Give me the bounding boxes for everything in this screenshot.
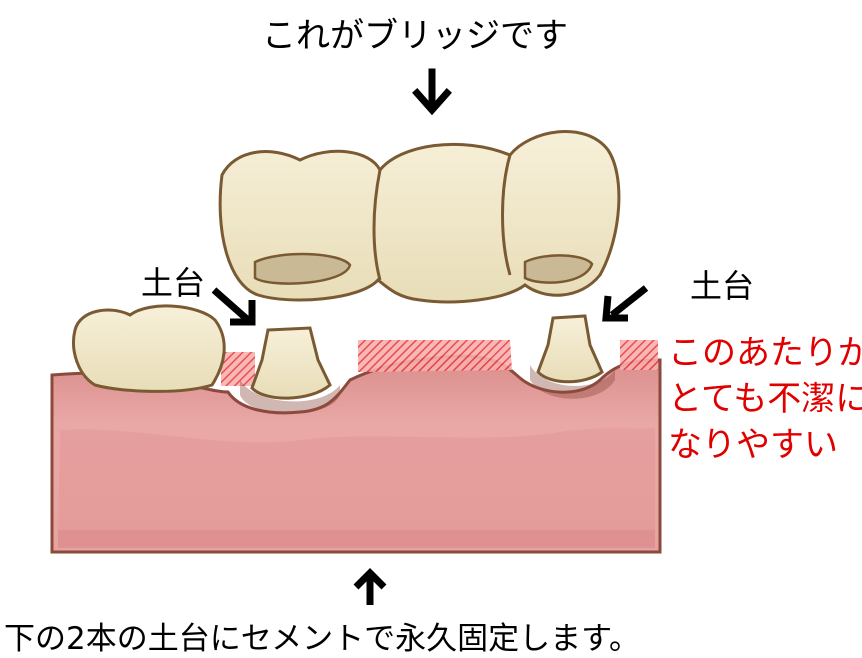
diagram-title: これがブリッジです: [262, 8, 568, 57]
arrow-up-icon: [356, 573, 384, 605]
bridge: [220, 131, 619, 301]
warning-note: このあたりが とても不潔に なりやすい: [668, 330, 862, 468]
warning-line: このあたりが: [668, 330, 862, 376]
natural-tooth: [74, 306, 225, 391]
caption: 下の2本の土台にセメントで永久固定します。: [4, 613, 640, 658]
abutment-label-left: 土台: [141, 258, 205, 304]
warning-line: なりやすい: [668, 422, 862, 468]
plaque-zone-right: [620, 340, 658, 370]
arrow-pointer-icon: [606, 288, 646, 318]
arrow-down-icon: [417, 72, 447, 110]
abutment-label-right: 土台: [690, 261, 754, 307]
arrow-pointer-icon: [214, 290, 252, 322]
plaque-zone-center: [358, 340, 512, 372]
warning-line: とても不潔に: [668, 376, 862, 422]
abutment-right: [530, 316, 615, 399]
plaque-zone-left: [221, 352, 255, 386]
